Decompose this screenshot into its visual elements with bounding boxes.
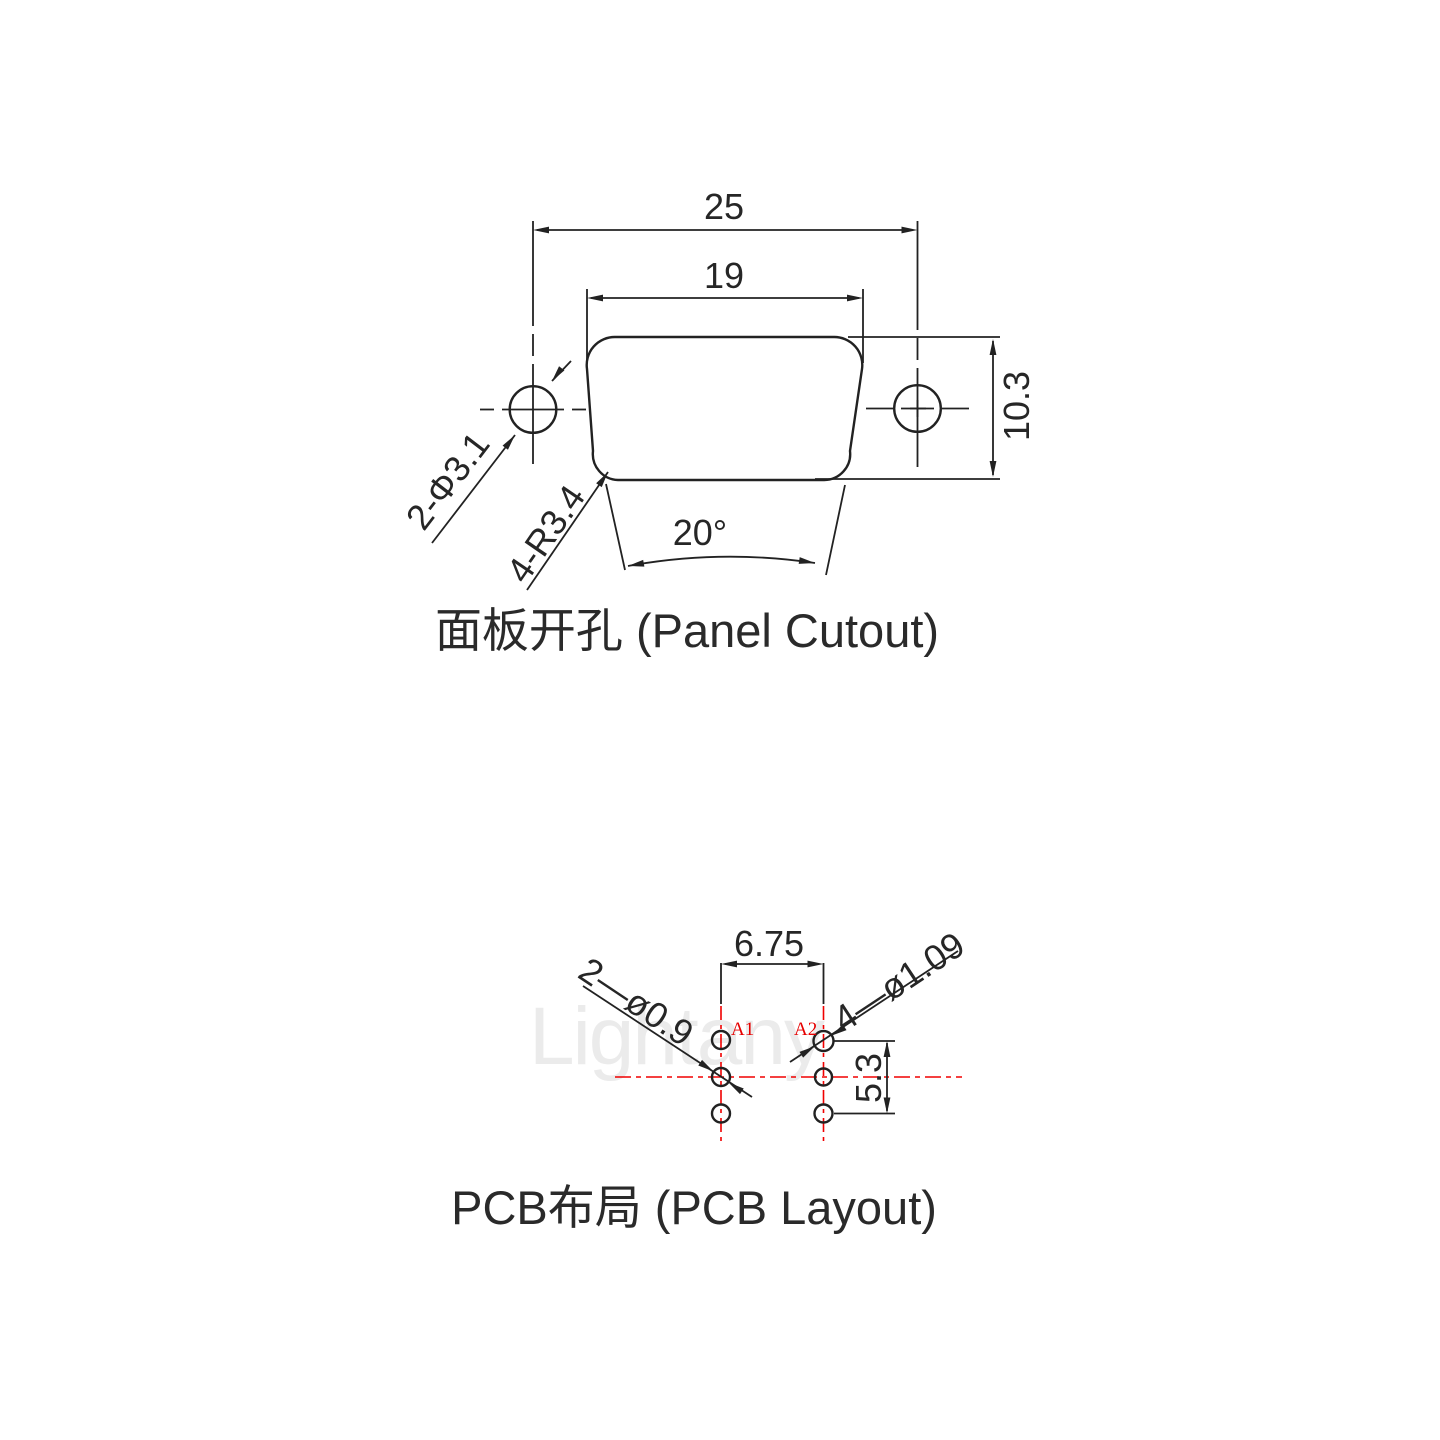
angle-dim-20deg: 20° (605, 483, 846, 576)
dim-height: 10.3 (815, 336, 1037, 480)
hole-right-bottom (813, 1103, 834, 1124)
dim-row-span: 5.3 (834, 1040, 895, 1115)
pin-label-a2: A2 (794, 1019, 817, 1040)
panel-cutout-title: 面板开孔 (Panel Cutout) (435, 604, 939, 657)
dim-inner-width: 19 (586, 255, 864, 363)
dim-10-3-label: 10.3 (996, 371, 1037, 441)
dim-outer-width: 25 (532, 186, 919, 467)
mount-hole-left (480, 385, 586, 435)
mount-hole-dia-label: 2-Φ3.1 (398, 424, 498, 537)
signal-hole-dia-label: 4—ø1.09 (826, 924, 972, 1040)
pcb-holes (710, 1029, 835, 1124)
leader-corner-radius: 4-R3.4 (498, 471, 609, 591)
hole-a1 (710, 1029, 732, 1051)
dim-19-label: 19 (704, 255, 744, 296)
watermark-text: Lightany (529, 991, 825, 1082)
hole-right-middle (813, 1067, 834, 1087)
dim-6-75-label: 6.75 (734, 923, 804, 964)
panel-cutout-outline (585, 335, 864, 482)
dim-column-pitch: 6.75 (720, 923, 825, 1004)
dim-25-label: 25 (704, 186, 744, 227)
hole-a2 (812, 1029, 835, 1053)
angle-20-label: 20° (673, 512, 727, 553)
dim-5-3-label: 5.3 (848, 1053, 889, 1103)
hole-left-bottom (710, 1103, 732, 1124)
hole-left-middle (710, 1066, 732, 1088)
mount-hole-right-circle (893, 384, 943, 434)
mount-hole-right (866, 384, 969, 434)
panel-cutout-section: 25 19 (398, 186, 1037, 657)
pin-label-a1: A1 (731, 1019, 754, 1040)
pcb-layout-title: PCB布局 (PCB Layout) (451, 1181, 937, 1234)
corner-radius-label: 4-R3.4 (498, 478, 593, 590)
